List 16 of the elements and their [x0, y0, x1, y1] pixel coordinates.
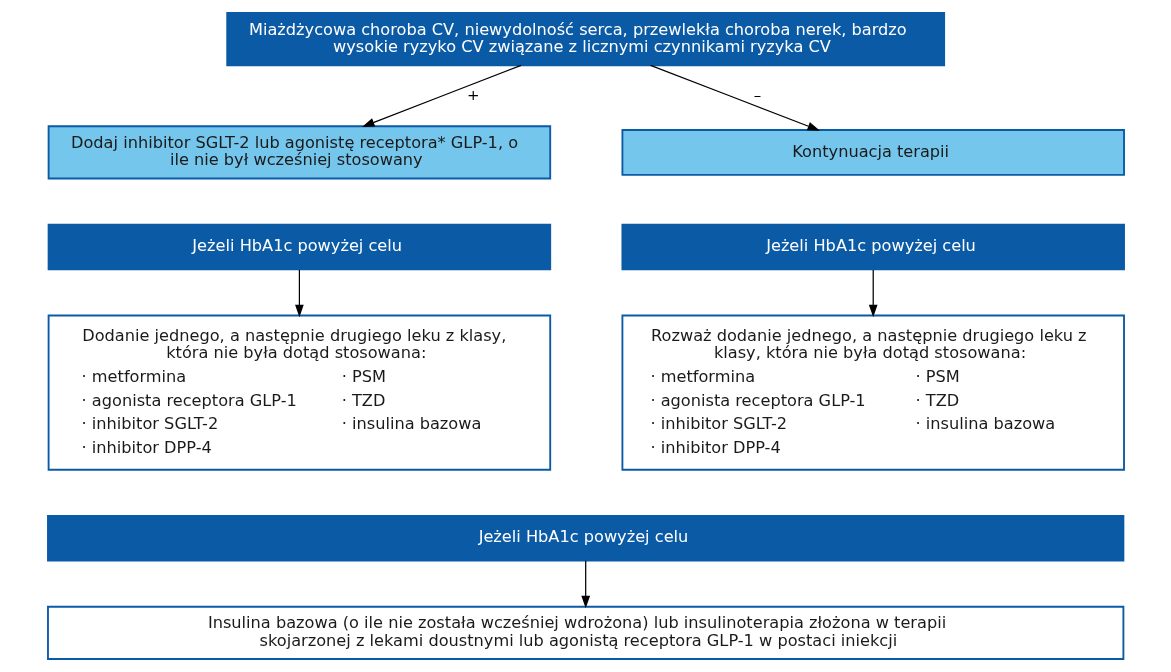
node-box: Miażdżycowa choroba CV, niewydolność serca, przewlekła choroba nerek, bardzo wysokie ryzyko CV związane z licznymi czynnikami ryzyka CV	[225, 12, 945, 67]
edge-label: +	[466, 85, 479, 104]
node-box: Jeżeli HbA1c powyżej celu	[47, 223, 551, 271]
arrow	[580, 560, 590, 609]
arrow	[361, 64, 522, 127]
node-box: Insulina bazowa (o ile nie została wcześniej wdrożona) lub insulinoterapia złożona w terapii skojarzonej z lekami doustnymi lub agonistą receptora GLP-1 w postaci iniekcji	[46, 605, 1124, 660]
node-box: Jeżeli HbA1c powyżej celu	[620, 223, 1125, 271]
node-box: Dodaj inhibitor SGLT-2 lub agonistę receptora* GLP-1, o ile nie był wcześniej stosowany	[47, 125, 551, 180]
node-box: Jeżeli HbA1c powyżej celu	[46, 514, 1124, 562]
arrow	[294, 269, 304, 318]
node-box: Dodanie jednego, a następnie drugiego leku z klasy, która nie była dotąd stosowana: · metformina · PSM · agonista receptora GLP-1 · TZD · inhibitor SGLT-2 · insulina bazowa · inhibitor DPP-4	[47, 314, 551, 471]
edge-label: –	[753, 85, 761, 104]
arrow	[649, 64, 820, 131]
arrow	[868, 269, 878, 318]
node-box: Kontynuacja terapii	[620, 129, 1125, 176]
node-box: Rozważ dodanie jednego, a następnie drugiego leku z klasy, która nie była dotąd stosowana: · metformina · PSM · agonista receptora GLP-1 · TZD · inhibitor SGLT-2 · insulina bazowa · inhibitor DPP-4	[620, 314, 1125, 471]
